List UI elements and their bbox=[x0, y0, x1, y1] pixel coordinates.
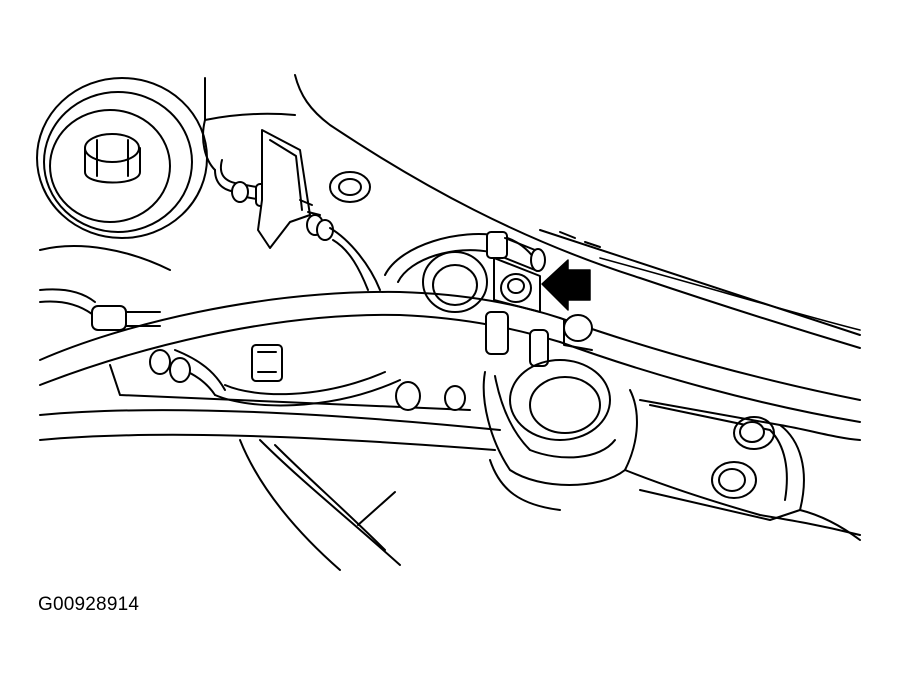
mounting-plate bbox=[639, 399, 805, 521]
arrow-icon bbox=[541, 259, 591, 311]
panel-plug bbox=[329, 171, 371, 203]
upper-brake-line bbox=[214, 129, 381, 291]
knuckle-bushing bbox=[482, 359, 861, 536]
lower-control-arm bbox=[39, 245, 501, 566]
body-panel bbox=[202, 74, 861, 349]
hub-assembly bbox=[36, 77, 208, 239]
main-brake-hose bbox=[39, 290, 861, 423]
left-brake-line bbox=[39, 288, 401, 407]
hose-fitting bbox=[486, 231, 546, 313]
right-edge-body bbox=[239, 424, 861, 571]
figure-id-label: G00928914 bbox=[38, 594, 140, 615]
